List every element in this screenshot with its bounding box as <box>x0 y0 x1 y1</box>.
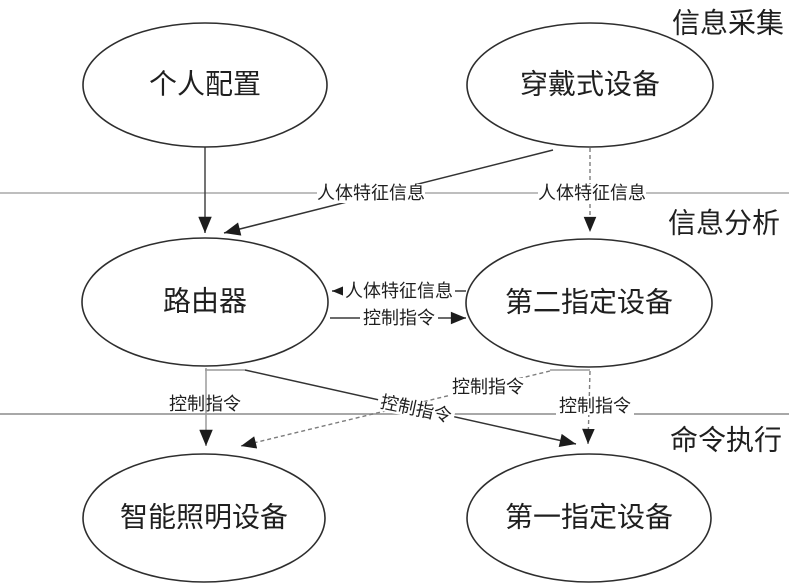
node-second-designated-device: 第二指定设备 <box>465 238 713 368</box>
edge-label-control-on-dashed-diagonal: 控制指令 <box>449 377 527 397</box>
node-smart-lighting-device: 智能照明设备 <box>82 453 326 583</box>
section-label-command-execution: 命令执行 <box>670 425 782 457</box>
node-ellipse <box>465 238 713 368</box>
node-first-designated-device: 第一指定设备 <box>466 453 712 583</box>
node-label: 第一指定设备 <box>505 502 673 534</box>
edge-label-text: 人体特征信息 <box>345 281 453 301</box>
edge-label-control-divider-left: 控制指令 <box>166 394 244 414</box>
edge-label-body-feature-on-divider-left: 人体特征信息 <box>317 183 425 203</box>
node-ellipse <box>81 237 329 367</box>
node-label: 智能照明设备 <box>120 502 288 534</box>
node-label: 路由器 <box>163 286 247 318</box>
edge-label-control-router-to-second: 控制指令 <box>360 308 438 328</box>
node-ellipse <box>466 453 712 583</box>
section-label-information-collection: 信息采集 <box>672 8 784 40</box>
edge-label-text: 控制指令 <box>363 308 435 328</box>
edge-label-text: 人体特征信息 <box>317 183 425 203</box>
edge-label-text: 人体特征信息 <box>538 183 646 203</box>
node-ellipse <box>466 22 714 148</box>
edge-label-text: 控制指令 <box>559 396 631 416</box>
section-label-information-analysis: 信息分析 <box>668 208 780 240</box>
node-ellipse <box>82 453 326 583</box>
edge-label-text: 控制指令 <box>452 377 524 397</box>
node-label: 穿戴式设备 <box>520 69 660 101</box>
node-label: 个人配置 <box>149 70 261 101</box>
node-label: 第二指定设备 <box>505 287 673 319</box>
edge-label-text: 控制指令 <box>169 394 241 414</box>
edge-label-body-feature-on-divider-right: 人体特征信息 <box>538 183 646 203</box>
node-ellipse <box>82 22 328 148</box>
edge-label-body-feature-between-router-second: 人体特征信息 <box>343 281 455 301</box>
edge-label-text: 控制指令 <box>379 392 454 427</box>
edge-label-control-divider-right: 控制指令 <box>556 396 634 416</box>
node-wearable-device: 穿戴式设备 <box>466 22 714 148</box>
node-personal-config: 个人配置 <box>82 22 328 148</box>
node-router: 路由器 <box>81 237 329 367</box>
